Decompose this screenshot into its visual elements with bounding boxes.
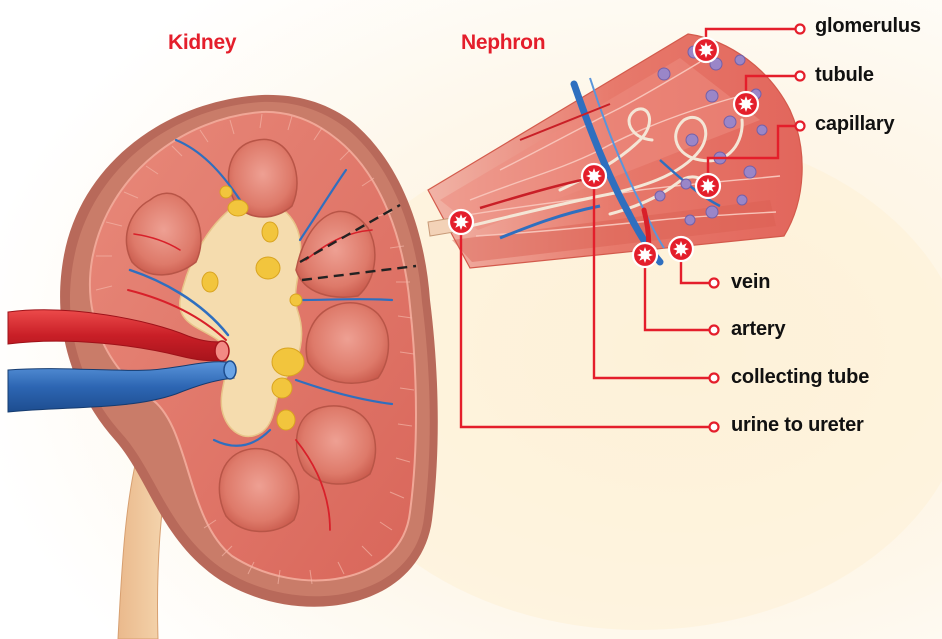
starburst-marker-icon	[633, 243, 657, 267]
label-collecting-tube: collecting tube	[731, 365, 869, 389]
label-vein: vein	[731, 270, 770, 294]
label-glomerulus: glomerulus	[815, 14, 921, 38]
kidney-title: Kidney	[168, 31, 236, 55]
label-tubule: tubule	[815, 63, 874, 87]
starburst-marker-icon	[734, 92, 758, 116]
starburst-marker-icon	[696, 174, 720, 198]
nephron-title: Nephron	[461, 31, 545, 55]
starburst-marker-icon	[449, 210, 473, 234]
starburst-marker-icon	[582, 164, 606, 188]
starburst-marker-icon	[669, 237, 693, 261]
label-artery: artery	[731, 317, 785, 341]
label-urine-to-ureter: urine to ureter	[731, 413, 864, 437]
starburst-marker-icon	[694, 38, 718, 62]
label-capillary: capillary	[815, 112, 894, 136]
